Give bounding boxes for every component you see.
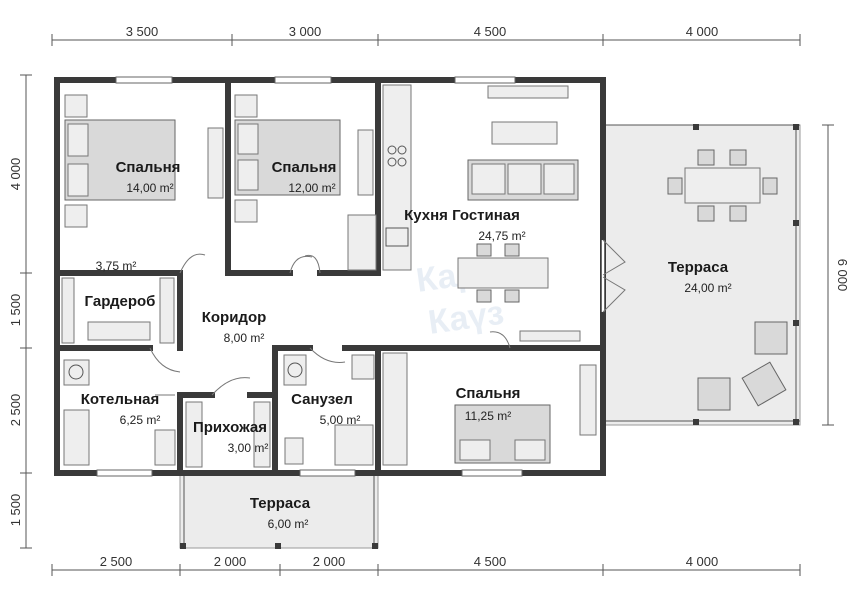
room-area-terrace-entry: 6,00 m² bbox=[268, 517, 309, 531]
room-name-wardrobe: Гардероб bbox=[85, 293, 156, 310]
room-area-bedroom-3: 11,25 m² bbox=[465, 409, 511, 423]
room-name-bedroom-1: Спальня bbox=[116, 159, 181, 176]
room-area-wardrobe: 3,75 m² bbox=[96, 259, 137, 273]
terrace-entry-area bbox=[179, 472, 379, 549]
room-area-terrace-main: 24,00 m² bbox=[684, 281, 731, 295]
dimension-labels: 3 500 3 000 4 500 4 000 2 500 2 000 2 00… bbox=[8, 24, 850, 569]
doors bbox=[149, 239, 626, 396]
room-area-kitchen-living: 24,75 m² bbox=[478, 229, 525, 243]
room-name-terrace-entry: Терраса bbox=[250, 495, 311, 512]
room-area-bathroom: 5,00 m² bbox=[320, 413, 361, 427]
room-name-hallway: Прихожая bbox=[193, 419, 267, 436]
room-area-boiler: 6,25 m² bbox=[120, 413, 161, 427]
room-name-kitchen-living: Кухня Гостиная bbox=[404, 207, 520, 224]
dim-top-1: 3 500 bbox=[126, 24, 159, 39]
dim-bottom-4: 4 500 bbox=[474, 554, 507, 569]
dim-bottom-1: 2 500 bbox=[100, 554, 133, 569]
room-area-bedroom-2: 12,00 m² bbox=[288, 181, 335, 195]
walls bbox=[54, 77, 606, 476]
room-name-corridor: Коридор bbox=[202, 309, 267, 326]
dim-top-4: 4 000 bbox=[686, 24, 719, 39]
room-name-terrace-main: Терраса bbox=[668, 259, 729, 276]
dim-left-4: 1 500 bbox=[8, 494, 23, 527]
dim-left-1: 4 000 bbox=[8, 158, 23, 191]
room-name-boiler: Котельная bbox=[81, 391, 160, 408]
dim-bottom-2: 2 000 bbox=[214, 554, 247, 569]
room-name-bedroom-3: Спальня bbox=[456, 385, 521, 402]
room-name-bathroom: Санузел bbox=[291, 391, 353, 408]
room-labels: Спальня 14,00 m² Спальня 12,00 m² Кухня … bbox=[81, 159, 732, 531]
dim-bottom-5: 4 000 bbox=[686, 554, 719, 569]
dim-right-1: 6 000 bbox=[835, 259, 850, 292]
room-name-bedroom-2: Спальня bbox=[272, 159, 337, 176]
dim-top-3: 4 500 bbox=[474, 24, 507, 39]
windows bbox=[96, 76, 523, 477]
dim-left-2: 1 500 bbox=[8, 294, 23, 327]
room-area-corridor: 8,00 m² bbox=[224, 331, 265, 345]
furniture bbox=[61, 84, 788, 468]
dim-top-2: 3 000 bbox=[289, 24, 322, 39]
dim-left-3: 2 500 bbox=[8, 394, 23, 427]
room-area-bedroom-1: 14,00 m² bbox=[126, 181, 173, 195]
room-area-hallway: 3,00 m² bbox=[228, 441, 269, 455]
watermark-line2: Каүз bbox=[426, 294, 506, 342]
dim-bottom-3: 2 000 bbox=[313, 554, 346, 569]
dimension-lines bbox=[20, 34, 834, 576]
